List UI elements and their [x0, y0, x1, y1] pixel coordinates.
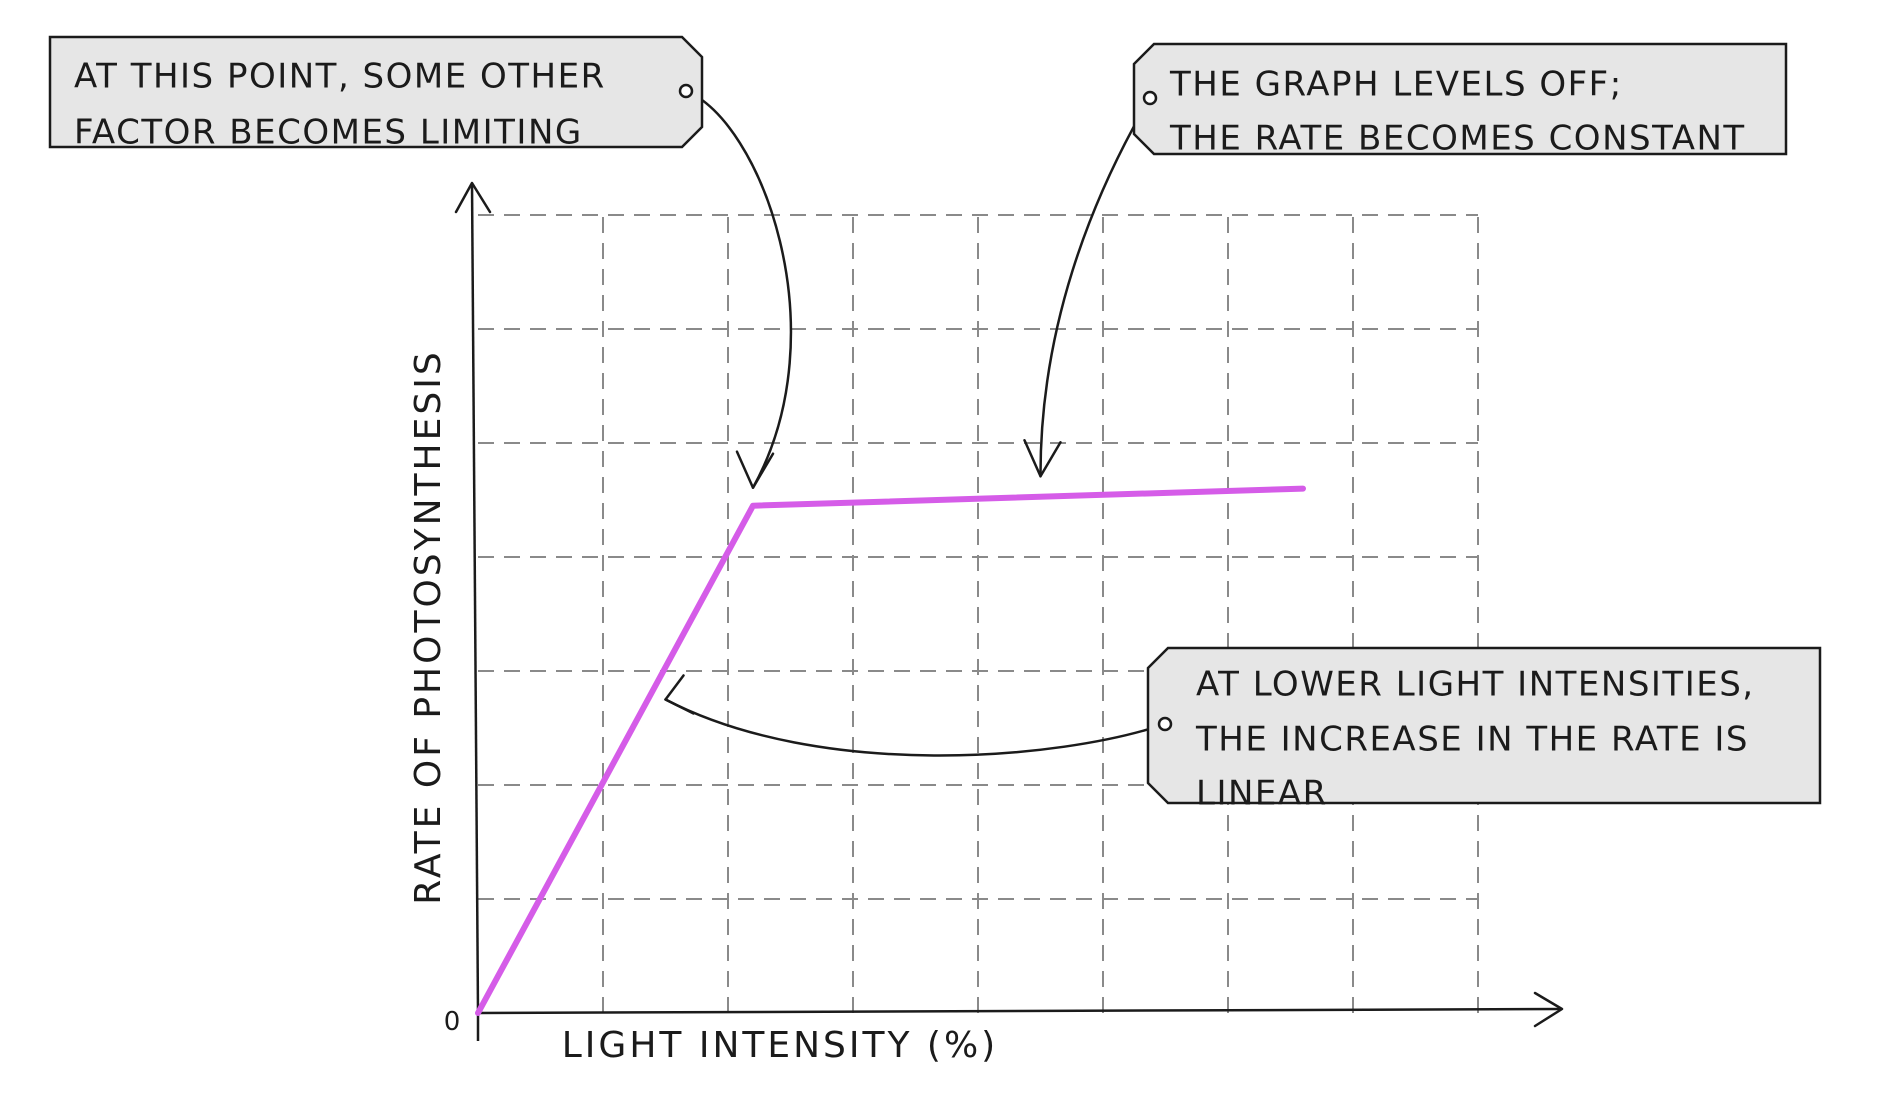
callout-box [1132, 42, 1788, 156]
callout-anchor-dot [1157, 716, 1173, 732]
arrow-levels-off [1039, 96, 1152, 478]
grid [478, 214, 1479, 1013]
y-axis-line [470, 182, 480, 1014]
x-axis-arrowhead [1533, 991, 1564, 1028]
origin-label: 0 [444, 1007, 461, 1037]
callout-text-line: AT LOWER LIGHT INTENSITIES, [1196, 665, 1755, 705]
annotation-arrows [664, 89, 1167, 757]
callout-text-line: THE RATE BECOMES CONSTANT [1169, 119, 1746, 159]
callout-linear: AT LOWER LIGHT INTENSITIES, THE INCREASE … [1146, 646, 1822, 814]
callout-text-line: AT THIS POINT, SOME OTHER [74, 57, 606, 97]
callout-text-line: THE INCREASE IN THE RATE IS [1195, 720, 1749, 760]
axes [454, 181, 1564, 1041]
x-axis-line [477, 1007, 1563, 1015]
arrowhead-levels-off [1023, 439, 1062, 478]
callout-text-line: LINEAR [1196, 774, 1328, 814]
y-axis-title: RATE OF PHOTOSYNTHESIS [408, 349, 449, 904]
x-axis-title: LIGHT INTENSITY (%) [562, 1025, 998, 1066]
callout-anchor-dot [678, 83, 694, 99]
callout-text-line: FACTOR BECOMES LIMITING [74, 113, 583, 153]
callout-text-line: THE GRAPH LEVELS OFF; [1169, 65, 1623, 105]
callout-limiting: AT THIS POINT, SOME OTHER FACTOR BECOMES … [48, 35, 704, 153]
arrowhead-limiting [735, 450, 775, 489]
callout-box [48, 35, 704, 149]
series [475, 485, 1306, 1016]
callouts: AT THIS POINT, SOME OTHER FACTOR BECOMES … [48, 35, 1822, 814]
y-axis-arrowhead [454, 181, 492, 214]
callout-anchor-dot [1142, 90, 1158, 106]
callout-box [1146, 646, 1822, 805]
series-line [475, 485, 1306, 1016]
arrow-limiting [684, 89, 793, 489]
arrow-linear [664, 698, 1167, 757]
arrowhead-linear [664, 674, 695, 715]
callout-levels-off: THE GRAPH LEVELS OFF; THE RATE BECOMES CO… [1132, 42, 1788, 159]
